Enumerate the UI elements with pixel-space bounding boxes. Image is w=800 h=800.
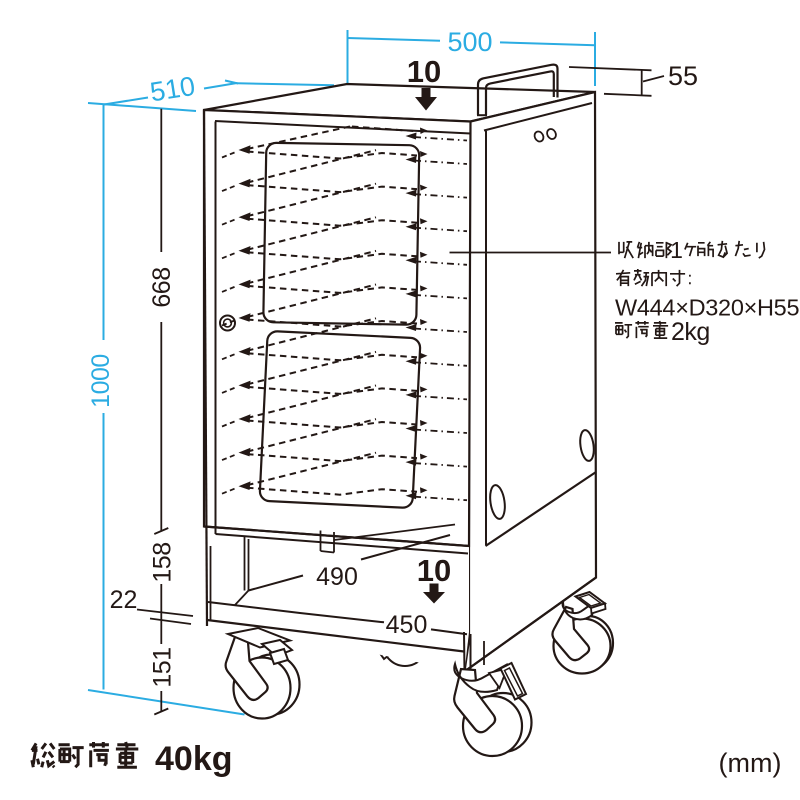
svg-text:55: 55: [668, 61, 698, 91]
svg-text:500: 500: [447, 27, 492, 57]
svg-text:490: 490: [316, 563, 358, 591]
svg-text:668: 668: [148, 267, 176, 307]
svg-text:W444×D320×H55: W444×D320×H55: [615, 295, 799, 321]
svg-text:22: 22: [110, 586, 138, 614]
svg-text:10: 10: [407, 54, 441, 89]
svg-text:151: 151: [148, 647, 176, 687]
svg-text:2kg: 2kg: [671, 318, 710, 346]
svg-text:40kg: 40kg: [155, 740, 233, 778]
svg-text:450: 450: [386, 611, 428, 639]
svg-text:158: 158: [148, 542, 176, 582]
svg-text:510: 510: [148, 71, 197, 108]
svg-text:10: 10: [417, 553, 451, 588]
svg-text:1000: 1000: [87, 354, 115, 408]
svg-text:(mm): (mm): [719, 748, 782, 778]
svg-text:1: 1: [670, 237, 683, 263]
